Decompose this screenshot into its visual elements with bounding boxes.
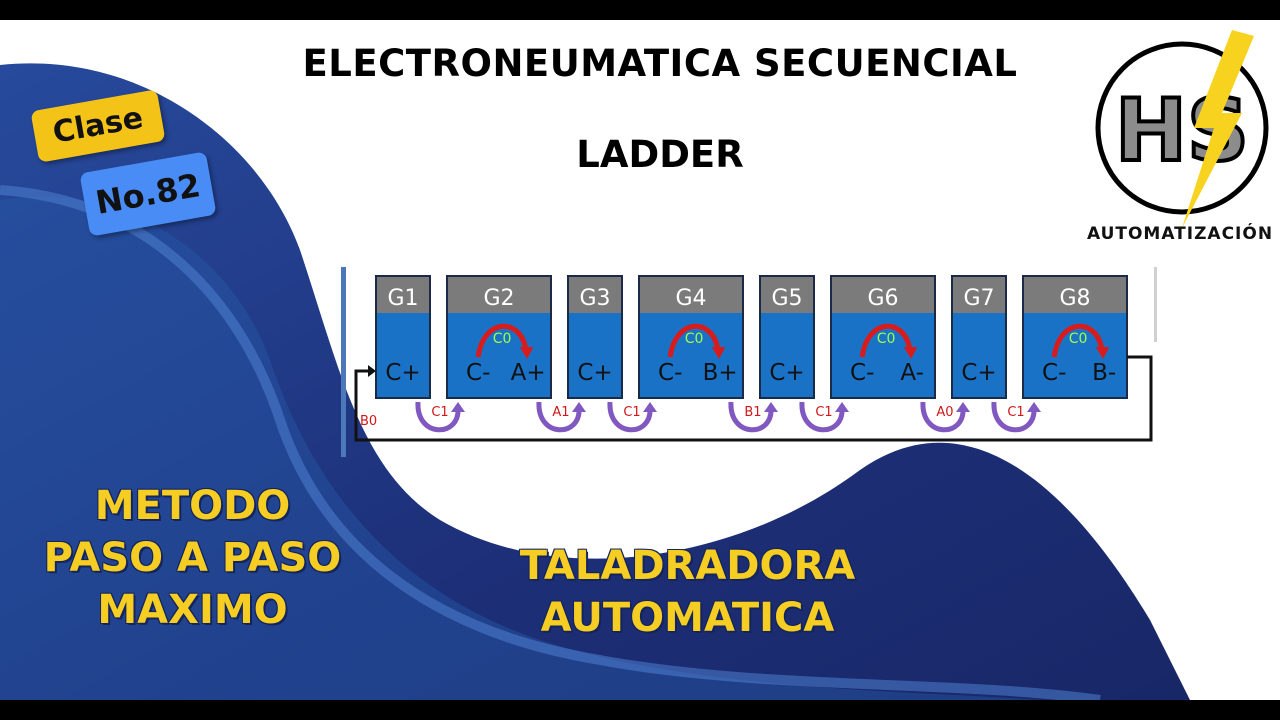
transition-arrow bbox=[991, 401, 1037, 433]
transition-arrow bbox=[728, 401, 774, 433]
transition-arrowhead bbox=[451, 402, 465, 412]
counter-arrowhead bbox=[711, 347, 726, 359]
loop-arrowhead bbox=[368, 365, 376, 377]
step-action: A- bbox=[900, 360, 924, 386]
step-action: B- bbox=[1092, 360, 1116, 386]
transition-arrowhead bbox=[764, 402, 778, 412]
counter-arrowhead bbox=[1095, 347, 1110, 359]
bottom-letterbox bbox=[0, 700, 1280, 720]
transition-label: C1 bbox=[815, 405, 832, 420]
step-action: C+ bbox=[577, 360, 612, 386]
step-action: C+ bbox=[961, 360, 996, 386]
top-letterbox bbox=[0, 0, 1280, 20]
counter-label: C0 bbox=[493, 331, 512, 347]
counter-arrow bbox=[667, 323, 721, 358]
step-action: C- bbox=[658, 360, 682, 386]
transition-label: C1 bbox=[431, 405, 448, 420]
step-action: A+ bbox=[511, 360, 546, 386]
step-action: C- bbox=[1042, 360, 1066, 386]
transition-arrow bbox=[799, 401, 845, 433]
counter-label: C0 bbox=[1069, 331, 1088, 347]
counter-label: C0 bbox=[877, 331, 896, 347]
step-header bbox=[761, 277, 813, 313]
counter-arrow bbox=[1051, 323, 1105, 358]
left-rail bbox=[341, 267, 346, 457]
transition-arrow bbox=[607, 401, 653, 433]
project-text: TALADRADORA AUTOMATICA bbox=[505, 540, 870, 644]
transition-arrowhead bbox=[956, 402, 970, 412]
step-sequence-diagram: G1C+G2C-A+C0G3C+G4C-B+C0G5C+G6C-A-C0G7C+… bbox=[341, 267, 1157, 457]
step-action: C+ bbox=[385, 360, 420, 386]
logo-caption: AUTOMATIZACIÓN bbox=[1086, 224, 1274, 244]
page-subtitle: LADDER bbox=[576, 133, 744, 176]
counter-arrowhead bbox=[519, 347, 534, 359]
step-header bbox=[448, 277, 550, 313]
counter-label: C0 bbox=[685, 331, 704, 347]
counter-arrow bbox=[475, 323, 529, 358]
step-label: G5 bbox=[771, 286, 802, 311]
transition-label: B1 bbox=[744, 405, 761, 420]
transition-arrow bbox=[415, 401, 461, 433]
transition-arrowhead bbox=[1027, 402, 1041, 412]
counter-arrowhead bbox=[903, 347, 918, 359]
step-label: G6 bbox=[867, 286, 898, 311]
transition-label: C1 bbox=[623, 405, 640, 420]
step-action: B+ bbox=[703, 360, 738, 386]
transition-label: A1 bbox=[552, 405, 569, 420]
step-action: C+ bbox=[769, 360, 804, 386]
step-label: G1 bbox=[387, 286, 418, 311]
step-label: G8 bbox=[1059, 286, 1090, 311]
transition-label: A0 bbox=[936, 405, 953, 420]
step-label: G3 bbox=[579, 286, 610, 311]
method-line: METODO bbox=[94, 483, 291, 529]
transition-arrow bbox=[920, 401, 966, 433]
step-action: C- bbox=[466, 360, 490, 386]
step-label: G2 bbox=[483, 286, 514, 311]
transition-arrowhead bbox=[835, 402, 849, 412]
feedback-loop-line bbox=[354, 355, 1153, 442]
right-rail bbox=[1154, 267, 1157, 342]
step-action: C- bbox=[850, 360, 874, 386]
step-label: G7 bbox=[963, 286, 994, 311]
step-header bbox=[377, 277, 429, 313]
transition-arrowhead bbox=[572, 402, 586, 412]
method-line: PASO A PASO bbox=[43, 535, 342, 581]
lightning-icon bbox=[1182, 30, 1254, 228]
method-text: METODO PASO A PASO MAXIMO bbox=[20, 480, 365, 636]
transition-label: C1 bbox=[1007, 405, 1024, 420]
step-header bbox=[569, 277, 621, 313]
step-label: G4 bbox=[675, 286, 706, 311]
transition-arrowhead bbox=[643, 402, 657, 412]
method-line: MAXIMO bbox=[97, 587, 288, 633]
step-header bbox=[1024, 277, 1126, 313]
hs-logo: HS bbox=[1095, 30, 1269, 228]
counter-arrow bbox=[859, 323, 913, 358]
step-header bbox=[832, 277, 934, 313]
project-line: TALADRADORA bbox=[519, 543, 856, 589]
project-line: AUTOMATICA bbox=[540, 595, 835, 641]
transition-arrow bbox=[536, 401, 582, 433]
start-signal-label: B0 bbox=[360, 414, 377, 429]
step-header bbox=[953, 277, 1005, 313]
step-header bbox=[640, 277, 742, 313]
page-title: ELECTRONEUMATICA SECUENCIAL bbox=[302, 42, 1018, 85]
